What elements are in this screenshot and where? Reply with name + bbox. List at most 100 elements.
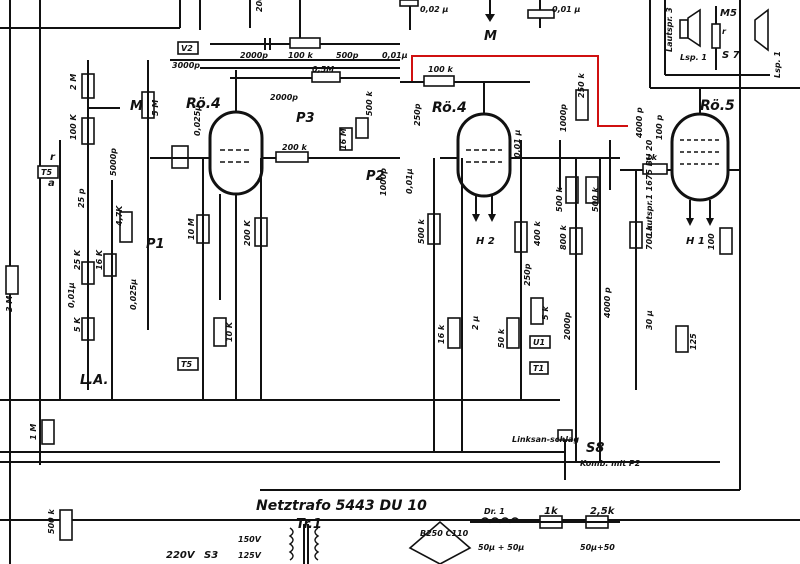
heater-h1-label: H 1 (686, 236, 705, 247)
val-c250p: 250p (413, 103, 422, 126)
transformer-section (288, 515, 620, 564)
tube-ro4-right (400, 75, 540, 452)
val-r16kb: 16 k (437, 324, 446, 344)
val-r200k: 200 k (282, 143, 307, 152)
tube-ro5-label: Rö.5 (700, 98, 735, 114)
val-r16m: 16 M (339, 128, 348, 150)
tube-ro4-right-label: Rö.4 (432, 100, 467, 116)
val-c5000: 5000p (109, 148, 118, 176)
val-c1000p: 1000p (379, 168, 388, 196)
val-c001e: 0,01µ (67, 282, 76, 308)
val-r2m: 2 M (69, 74, 78, 90)
p2-label: P2 (366, 169, 385, 184)
val-c4000pb: 4000 p (635, 107, 644, 139)
rectifier-label: B250 C110 (420, 529, 469, 538)
s3-label: S3 (204, 550, 218, 561)
val-c2000b: 2000p (240, 51, 268, 60)
t1-label: T1 (533, 364, 544, 373)
input-section (5, 60, 210, 541)
lsp2-label: Lsp. 1 (773, 51, 782, 78)
p3-label: P3 (296, 111, 315, 126)
c50b-label: 50µ+50 (580, 543, 615, 552)
speaker-r-label: r (722, 27, 727, 36)
speaker-top-label: Lautspr. 3 (665, 7, 674, 52)
speaker-labels: Lautspr.1 1675 BU 20 Lautspr. 3 Lsp. 1 L… (645, 7, 782, 236)
val-r125: 125 (689, 333, 698, 350)
val-r: r (50, 152, 56, 163)
speaker-vertical-label: Lautspr.1 1675 BU 20 (645, 139, 654, 236)
val-r47k: 4,7K (115, 205, 124, 227)
val-c2000c: 2000p (270, 93, 298, 102)
val-c4000p: 4000 p (603, 287, 612, 319)
val-r25k: 25 K (73, 249, 82, 270)
m5-label: M5 (720, 8, 737, 19)
val-r100k2: 100 k (428, 65, 453, 74)
val-r500ke: 500 k (591, 187, 600, 212)
val-c2000a: 2000 p (255, 0, 264, 12)
t5-label-a: T5 (41, 168, 52, 177)
tube-ro5 (620, 88, 740, 390)
val-r250k: 250 k (577, 73, 586, 98)
val-r16k: 16 K (95, 249, 104, 270)
val-r1k: 1k (646, 153, 658, 162)
val-c100p: 100 p (655, 115, 664, 140)
s7-label: S 7 (722, 50, 740, 61)
val-r05m: 0,5M (312, 65, 334, 74)
val-c500p: 500p (336, 51, 359, 60)
val-r100: 100 (707, 233, 716, 250)
val-c0025b: 0,025µ (129, 279, 138, 310)
top-wiring (170, 0, 555, 79)
la-label: L.A. (80, 373, 108, 388)
val-c30u: 30 µ (645, 310, 654, 330)
tube-labels: Rö.4 Rö.4 Rö.5 H 2 H 1 (186, 96, 735, 247)
val-c001: 0,01 µ (552, 5, 581, 14)
val-r400k: 400 k (533, 221, 542, 247)
val-c001b: 0,01µ (382, 51, 408, 60)
r25-label: 2,5k (590, 506, 616, 517)
mic-m-label: M (130, 99, 143, 114)
u1-label: U1 (533, 338, 545, 347)
c50a-label: 50µ + 50µ (478, 543, 524, 552)
val-r500ka: 500 k (365, 91, 374, 116)
component-values: 0,02 µ 0,01 µ 2000 p 2000p 100 k 500p 0,… (5, 0, 716, 534)
val-c1000pb: 1000p (559, 104, 568, 132)
val-r800k: 800 k (559, 225, 568, 250)
v220-label: 220V (166, 550, 196, 561)
p1-label: P1 (146, 237, 165, 252)
tube-ro4-left-label: Rö.4 (186, 96, 221, 112)
val-c250pb: 250p (523, 263, 532, 286)
v125-label: 125V (238, 551, 262, 560)
val-r700k: 700 k (645, 225, 654, 250)
s8-desc: Komb. mit P2 (580, 459, 641, 468)
val-r10m: 10 M (187, 218, 196, 240)
val-r10k: 10 K (225, 321, 234, 342)
t5-label-b: T5 (181, 360, 192, 369)
highlight-wire (411, 55, 628, 127)
val-r50k: 50 k (497, 328, 506, 348)
val-r1m: 1 M (29, 424, 38, 440)
val-r100ka: 100 K (69, 114, 78, 140)
r1k-label: 1k (544, 506, 559, 517)
transformer-labels: Netztrafo 5443 DU 10 Tr.1 220V S3 150V 1… (166, 498, 616, 561)
val-r5m: 5 M (151, 100, 160, 116)
val-c001d: 0,01 µ (513, 129, 522, 158)
speaker-section (679, 6, 769, 70)
val-r500kb: 500 k (47, 509, 56, 534)
val-c3000: 3000p (172, 61, 200, 70)
val-c2000d: 2000p (563, 312, 572, 340)
u1-box (529, 335, 551, 349)
lsp1-label: Lsp. 1 (680, 53, 707, 62)
val-r200kb: 200 K (243, 220, 252, 246)
val-r500kd: 500 k (555, 187, 564, 212)
val-c2u: 2 µ (471, 316, 480, 330)
val-r500kc: 500 k (417, 219, 426, 244)
val-c25p: 25 p (77, 188, 86, 208)
val-r100k: 100 k (288, 51, 313, 60)
switch-labels: S8 Komb. mit P2 Linksan-schlag (512, 435, 641, 468)
val-c0025: 0,025µ (193, 105, 202, 136)
val-a: a (48, 178, 55, 189)
network-resistors (311, 71, 620, 462)
tr-label: Tr.1 (296, 517, 322, 532)
